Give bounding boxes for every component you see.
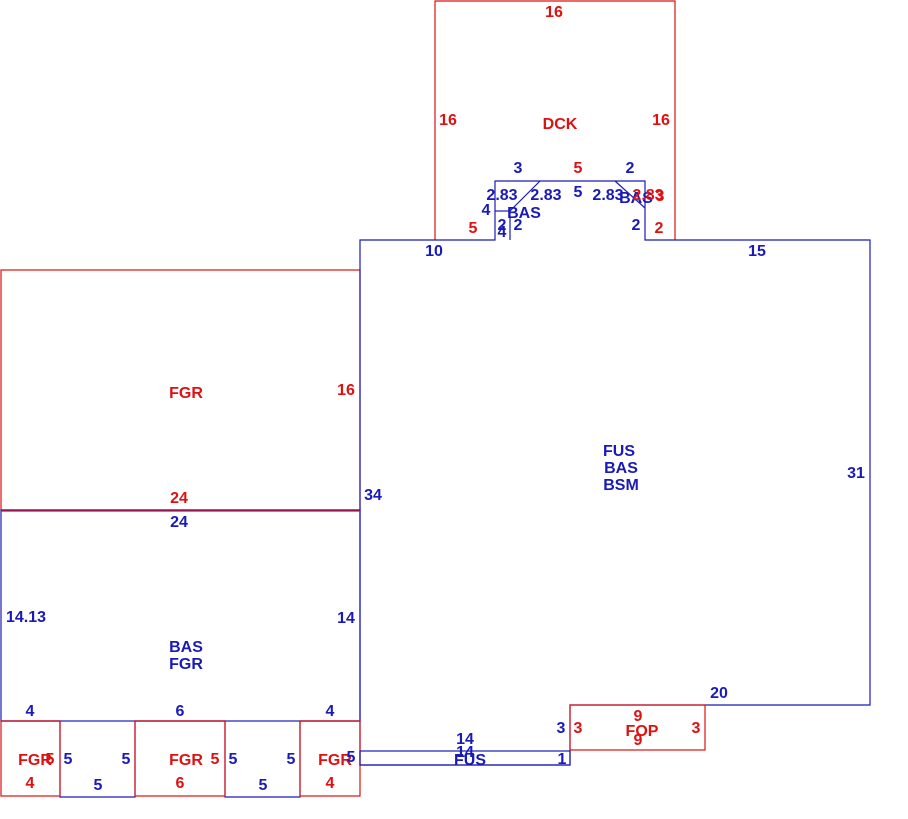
dim-bump-diag-2: 2.83 [530, 187, 561, 204]
dim-g1-left: 5 [46, 751, 55, 768]
area-label-main-1: FUS [603, 443, 635, 460]
dim-g2-bottom: 6 [176, 775, 185, 792]
dim-fop-left-red: 3 [574, 720, 583, 737]
area-label-bas-right: BAS [619, 190, 653, 207]
deck-outline [434, 0, 676, 240]
dim-fop-left-blue: 3 [557, 720, 566, 737]
dim-fus-right: 1 [558, 751, 567, 768]
dim-bump-l3: 2 [514, 217, 523, 234]
dim-gap-2: 5 [259, 777, 268, 794]
dim-g3-top: 4 [326, 703, 335, 720]
dim-g2-left: 5 [122, 751, 131, 768]
dim-main-left: 34 [364, 487, 382, 504]
dim-g3-edge: 5 [347, 749, 356, 766]
dim-bas-fgr-left: 14.13 [6, 609, 46, 626]
dim-g1-right: 5 [64, 751, 73, 768]
dim-g3-bottom: 4 [326, 775, 335, 792]
dim-deck-top: 16 [545, 4, 563, 21]
dim-main-bottom: 20 [710, 685, 728, 702]
area-label-fgr-3: FGR [318, 752, 352, 769]
area-label-fgr-1: FGR [18, 752, 52, 769]
dim-g3-right: 5 [287, 751, 296, 768]
area-label-fop: FOP [626, 723, 659, 740]
dim-bump-right-red-2: 2 [655, 220, 664, 237]
bump-detail-right [614, 180, 646, 209]
dim-bump-right-red-1: 3 [656, 188, 665, 205]
area-label-fus: FUS [454, 752, 486, 769]
fop-outline [569, 704, 706, 751]
area-label-main-3: BSM [603, 477, 639, 494]
area-label-fgr-2: FGR [169, 752, 203, 769]
area-label-fgr: FGR [169, 656, 203, 673]
dim-g1-top: 4 [26, 703, 35, 720]
dim-fop-top: 9 [634, 708, 643, 725]
dim-bump-top-right: 2 [626, 160, 635, 177]
dim-fop-bottom: 9 [634, 732, 643, 749]
dim-deck-left: 16 [439, 112, 457, 129]
dim-bump-top: 3 [514, 160, 523, 177]
dim-deck-right: 16 [652, 112, 670, 129]
dim-g3-left: 5 [229, 751, 238, 768]
area-label-bas-small: BAS [507, 205, 541, 222]
dim-gap-1: 5 [94, 777, 103, 794]
dim-bump-l1: 2 [498, 217, 507, 234]
area-label-bas: BAS [169, 639, 203, 656]
bas-fgr-outline [0, 509, 361, 722]
dim-main-right: 31 [847, 465, 865, 482]
area-label-main-2: BAS [604, 460, 638, 477]
fus-strip [359, 750, 571, 766]
dim-main-top-left: 10 [425, 243, 443, 260]
dim-fop-right: 3 [692, 720, 701, 737]
dim-main-top-right: 15 [748, 243, 766, 260]
garage-bay-1 [0, 720, 61, 797]
dim-bump-l2: 4 [498, 224, 507, 241]
dim-bump-mid: 5 [574, 184, 583, 201]
dim-deck-bottom-left: 5 [469, 220, 478, 237]
garage-bay-2 [134, 720, 226, 797]
dim-fgr-top-bottom: 24 [170, 490, 188, 507]
dim-bump-diag-4: 2.83 [632, 187, 663, 204]
dim-bas-fgr-top: 24 [170, 514, 188, 531]
dim-bump-r1: 2 [632, 217, 641, 234]
dim-fgr-top-right: 16 [337, 382, 355, 399]
dim-bump-diag-1: 2.83 [486, 187, 517, 204]
dim-g2-top: 6 [176, 703, 185, 720]
dim-bump-top-red: 5 [574, 160, 583, 177]
dim-fus-mid: 14 [456, 744, 474, 761]
area-label-fgr-top: FGR [169, 385, 203, 402]
dim-bump-left: 4 [482, 202, 491, 219]
dim-bas-fgr-right: 14 [337, 610, 355, 627]
dim-fus-top: 14 [456, 731, 474, 748]
dim-bump-diag-3: 2.83 [592, 187, 623, 204]
dim-g2-right: 5 [211, 751, 220, 768]
area-label-dck: DCK [543, 116, 578, 133]
dim-g1-bottom: 4 [26, 775, 35, 792]
